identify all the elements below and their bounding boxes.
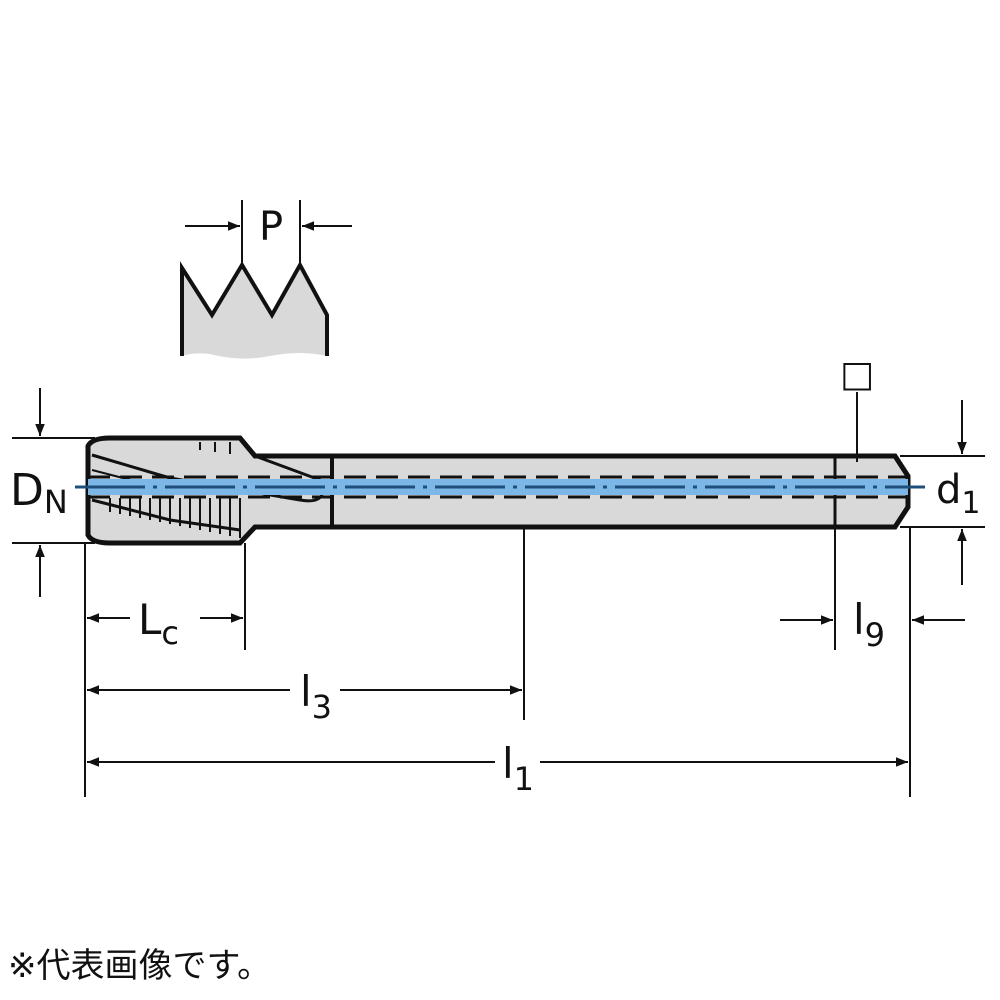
representative-image-caption: ※代表画像です。 — [8, 946, 272, 986]
square-symbol: □ — [840, 354, 874, 395]
lc-label: Lc — [138, 595, 179, 652]
thread-profile: P — [180, 200, 352, 359]
l9-label: l9 — [853, 595, 885, 654]
extension-lines — [84, 527, 911, 797]
l1-label: l1 — [502, 739, 534, 798]
dn-label: DN — [10, 465, 68, 521]
dn-dimension — [12, 388, 95, 597]
pitch-label: P — [259, 204, 283, 250]
tap-body — [75, 435, 925, 546]
d1-dimension — [900, 400, 985, 585]
d1-label: d1 — [936, 467, 980, 521]
l3-label: l3 — [300, 667, 332, 726]
thread-teeth — [109, 442, 241, 538]
